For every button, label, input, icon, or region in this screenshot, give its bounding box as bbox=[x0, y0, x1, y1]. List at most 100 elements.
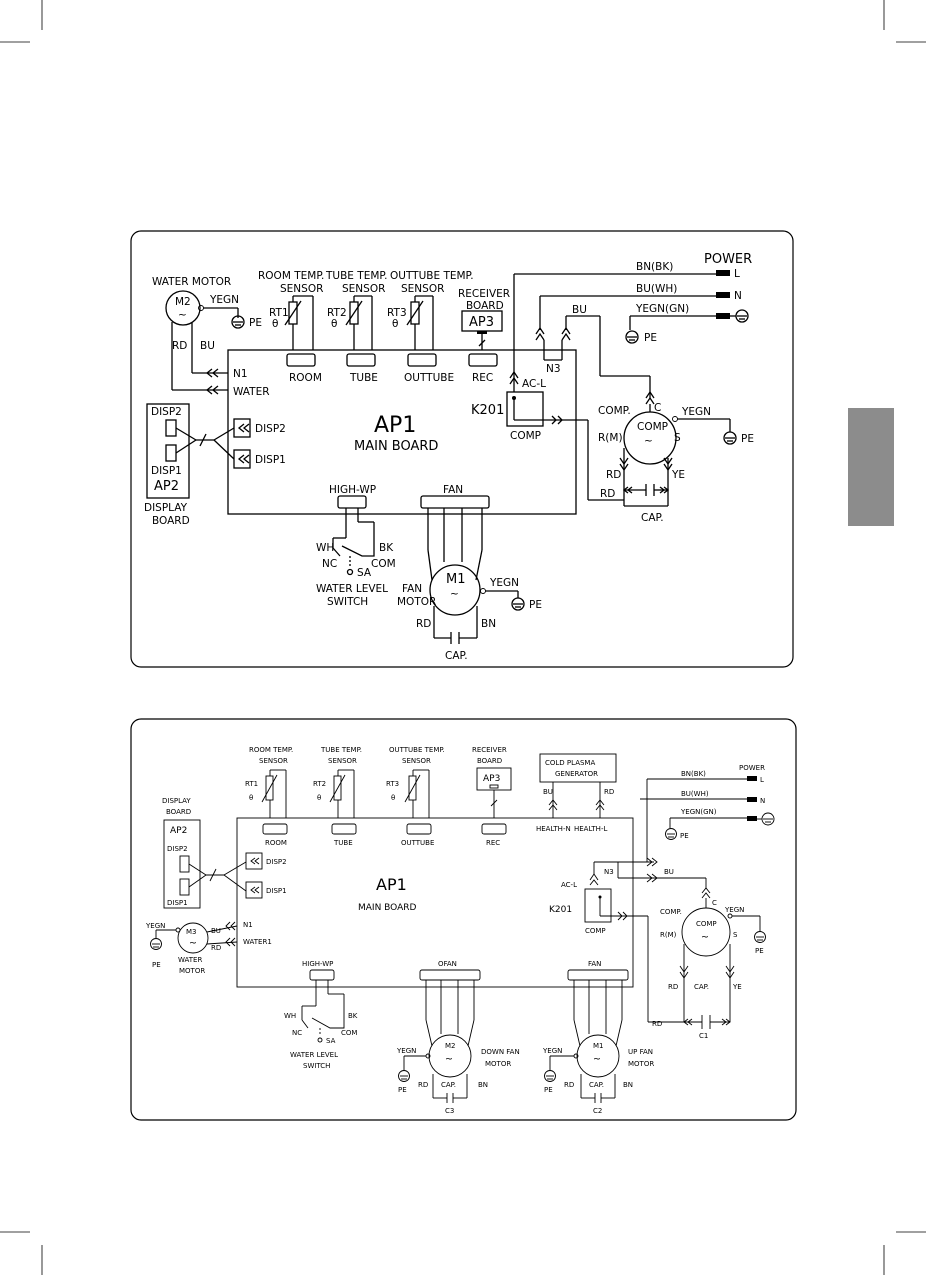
tube-sensor-caption-2: TUBE TEMP. bbox=[320, 746, 362, 754]
ofan-earth-label: YEGN bbox=[396, 1047, 416, 1055]
wire-l-label: BN(BK) bbox=[636, 261, 673, 273]
room-sensor-caption: ROOM TEMP. bbox=[258, 270, 324, 282]
tube-temp-sensor: TUBE TEMP. SENSOR RT2 θ TUBE bbox=[325, 270, 387, 384]
theta-symbol: θ bbox=[272, 318, 278, 330]
high-wp-label: HIGH-WP bbox=[329, 484, 376, 496]
ap2-disp1-2: DISP1 bbox=[167, 899, 188, 907]
tube-port-2: TUBE bbox=[333, 839, 353, 847]
power-l-label: L bbox=[734, 268, 740, 280]
water-motor-caption2-2: MOTOR bbox=[179, 967, 205, 975]
svg-text:~: ~ bbox=[644, 435, 653, 447]
water-motor-caption: WATER MOTOR bbox=[152, 276, 231, 288]
fan-caption-2: UP FAN bbox=[628, 1048, 653, 1056]
room-port-label: ROOM bbox=[289, 372, 322, 384]
wire-e-label: YEGN(GN) bbox=[635, 303, 689, 315]
room-sensor-caption2: SENSOR bbox=[280, 283, 323, 295]
power-pe-2: PE bbox=[680, 832, 689, 840]
outtube-sensor-caption-2: OUTTUBE TEMP. bbox=[389, 746, 445, 754]
water-motor-pe-2: PE bbox=[152, 961, 161, 969]
display-board-caption2: BOARD bbox=[152, 515, 190, 527]
theta-symbol: θ bbox=[331, 318, 337, 330]
wire-n-label: BU(WH) bbox=[636, 283, 677, 295]
ap3-label: AP3 bbox=[469, 315, 494, 330]
relay-k201-2 bbox=[584, 888, 612, 923]
disp2-port-label: DISP2 bbox=[255, 423, 286, 435]
fan-motor-id-2: M1 bbox=[593, 1042, 604, 1050]
switch-sa-2: SA bbox=[326, 1037, 336, 1045]
ap2-disp2-label: DISP2 bbox=[151, 406, 182, 418]
switch-com-label: COM bbox=[371, 558, 396, 570]
switch-nc-label: NC bbox=[322, 558, 337, 570]
power-n-label: N bbox=[734, 290, 742, 302]
plasma-rd-label: RD bbox=[604, 788, 614, 796]
plasma-caption2: GENERATOR bbox=[555, 770, 598, 778]
ap2-disp2-2: DISP2 bbox=[167, 845, 188, 853]
outtube-temp-sensor: OUTTUBE TEMP. SENSOR RT3 θ OUTTUBE bbox=[387, 270, 474, 384]
outtube-sensor-caption: OUTTUBE TEMP. bbox=[390, 270, 474, 282]
compressor-2: COMP. COMP ~ C YEGN PE R(M) S RD CAP. YE bbox=[652, 887, 766, 1040]
water-motor-m3: YEGN PE M3 ~ BU RD N1 WATER1 WATER MOTOR bbox=[145, 921, 272, 975]
room-port-2: ROOM bbox=[265, 839, 287, 847]
theta-symbol: θ bbox=[392, 318, 398, 330]
rt1-label: RT1 bbox=[269, 307, 289, 319]
outtube-port-2: OUTTUBE bbox=[401, 839, 434, 847]
ap2-label-2: AP2 bbox=[170, 826, 187, 836]
water-level-switch: HIGH-WP WH BK NC COM SA WATER LEVEL SWIT… bbox=[316, 484, 396, 608]
water-motor-rd-2: RD bbox=[211, 944, 221, 952]
fan-motor-id: M1 bbox=[446, 572, 466, 587]
outtube-sensor-caption2: SENSOR bbox=[401, 283, 444, 295]
main-board-ap1-2 bbox=[236, 817, 634, 988]
comp-cap-2: CAP. bbox=[694, 983, 709, 991]
fan-motor-caption: FAN bbox=[402, 583, 422, 595]
comp-label-2: COMP. bbox=[660, 908, 682, 916]
ac-symbol: ~ bbox=[178, 309, 187, 321]
room-temp-sensor: ROOM TEMP. SENSOR RT1 θ ROOM bbox=[258, 270, 324, 384]
room-sensor-caption2-2: SENSOR bbox=[259, 757, 288, 765]
fan-earth-label: YEGN bbox=[489, 577, 519, 589]
display-board-ap2-2: DISPLAY BOARD AP2 DISP2 DISP1 DISP2 DISP… bbox=[162, 797, 287, 909]
n1-label-2: N1 bbox=[243, 921, 253, 929]
water-motor-earth-2: YEGN bbox=[145, 922, 165, 930]
ofan-port-label: OFAN bbox=[438, 960, 457, 968]
water-motor-bu-2: BU bbox=[211, 927, 221, 935]
high-wp-label-2: HIGH-WP bbox=[302, 960, 333, 968]
room-temp-sensor-2: ROOM TEMP. SENSOR RT1 θ ROOM bbox=[245, 746, 293, 847]
power-title-2: POWER bbox=[739, 764, 765, 772]
ofan-motor-id: M2 bbox=[445, 1042, 456, 1050]
outtube-temp-sensor-2: OUTTUBE TEMP. SENSOR RT3 θ OUTTUBE bbox=[386, 746, 445, 847]
comp-label: COMP. bbox=[598, 405, 631, 417]
room-sensor-caption-2: ROOM TEMP. bbox=[249, 746, 293, 754]
ofan-cap-label: CAP. bbox=[441, 1081, 456, 1089]
side-tab bbox=[848, 408, 894, 526]
plasma-caption: COLD PLASMA bbox=[545, 759, 595, 767]
receiver-board-ap3: RECEIVER BOARD AP3 REC bbox=[458, 288, 510, 384]
comp-rd2-2: RD bbox=[652, 1020, 662, 1028]
water-motor-wire-rd: RD bbox=[172, 340, 187, 352]
fan-caption2-2: MOTOR bbox=[628, 1060, 654, 1068]
n3-label-2: N3 bbox=[604, 868, 614, 876]
fan-c2-label: C2 bbox=[593, 1107, 602, 1115]
power-supply: POWER L N BN(BK) BU(WH) YEGN(GN) PE BU bbox=[513, 252, 752, 398]
water-motor-m2 bbox=[165, 290, 201, 326]
fan-rd-label: RD bbox=[416, 618, 431, 630]
water-motor-id: M2 bbox=[175, 296, 191, 308]
comp-c1-2: C1 bbox=[699, 1032, 708, 1040]
outtube-port-label: OUTTUBE bbox=[404, 372, 454, 384]
power-supply-2: POWER L N BN(BK) BU(WH) YEGN(GN) PE BU bbox=[640, 764, 775, 876]
wire-bu-2: BU bbox=[664, 868, 674, 876]
fan-motor-caption2: MOTOR bbox=[397, 596, 436, 608]
fan-bn-label-2: BN bbox=[623, 1081, 633, 1089]
ofan-c3-label: C3 bbox=[445, 1107, 454, 1115]
svg-text:~: ~ bbox=[593, 1054, 601, 1065]
comp-pe-label: PE bbox=[741, 433, 754, 445]
wire-bu-label: BU bbox=[572, 304, 587, 316]
ap1-title-2: AP1 bbox=[376, 875, 407, 894]
comp-ye-2: YE bbox=[732, 983, 742, 991]
ap1-caption-2: MAIN BOARD bbox=[358, 903, 417, 913]
receiver-board-ap3-2: RECEIVER BOARD AP3 REC bbox=[472, 746, 512, 847]
switch-nc-2: NC bbox=[292, 1029, 302, 1037]
fan-rd-label-2: RD bbox=[564, 1081, 574, 1089]
switch-caption: WATER LEVEL bbox=[316, 583, 388, 595]
ofan-pe-label: PE bbox=[398, 1086, 407, 1094]
switch-sa-label: SA bbox=[357, 567, 372, 579]
